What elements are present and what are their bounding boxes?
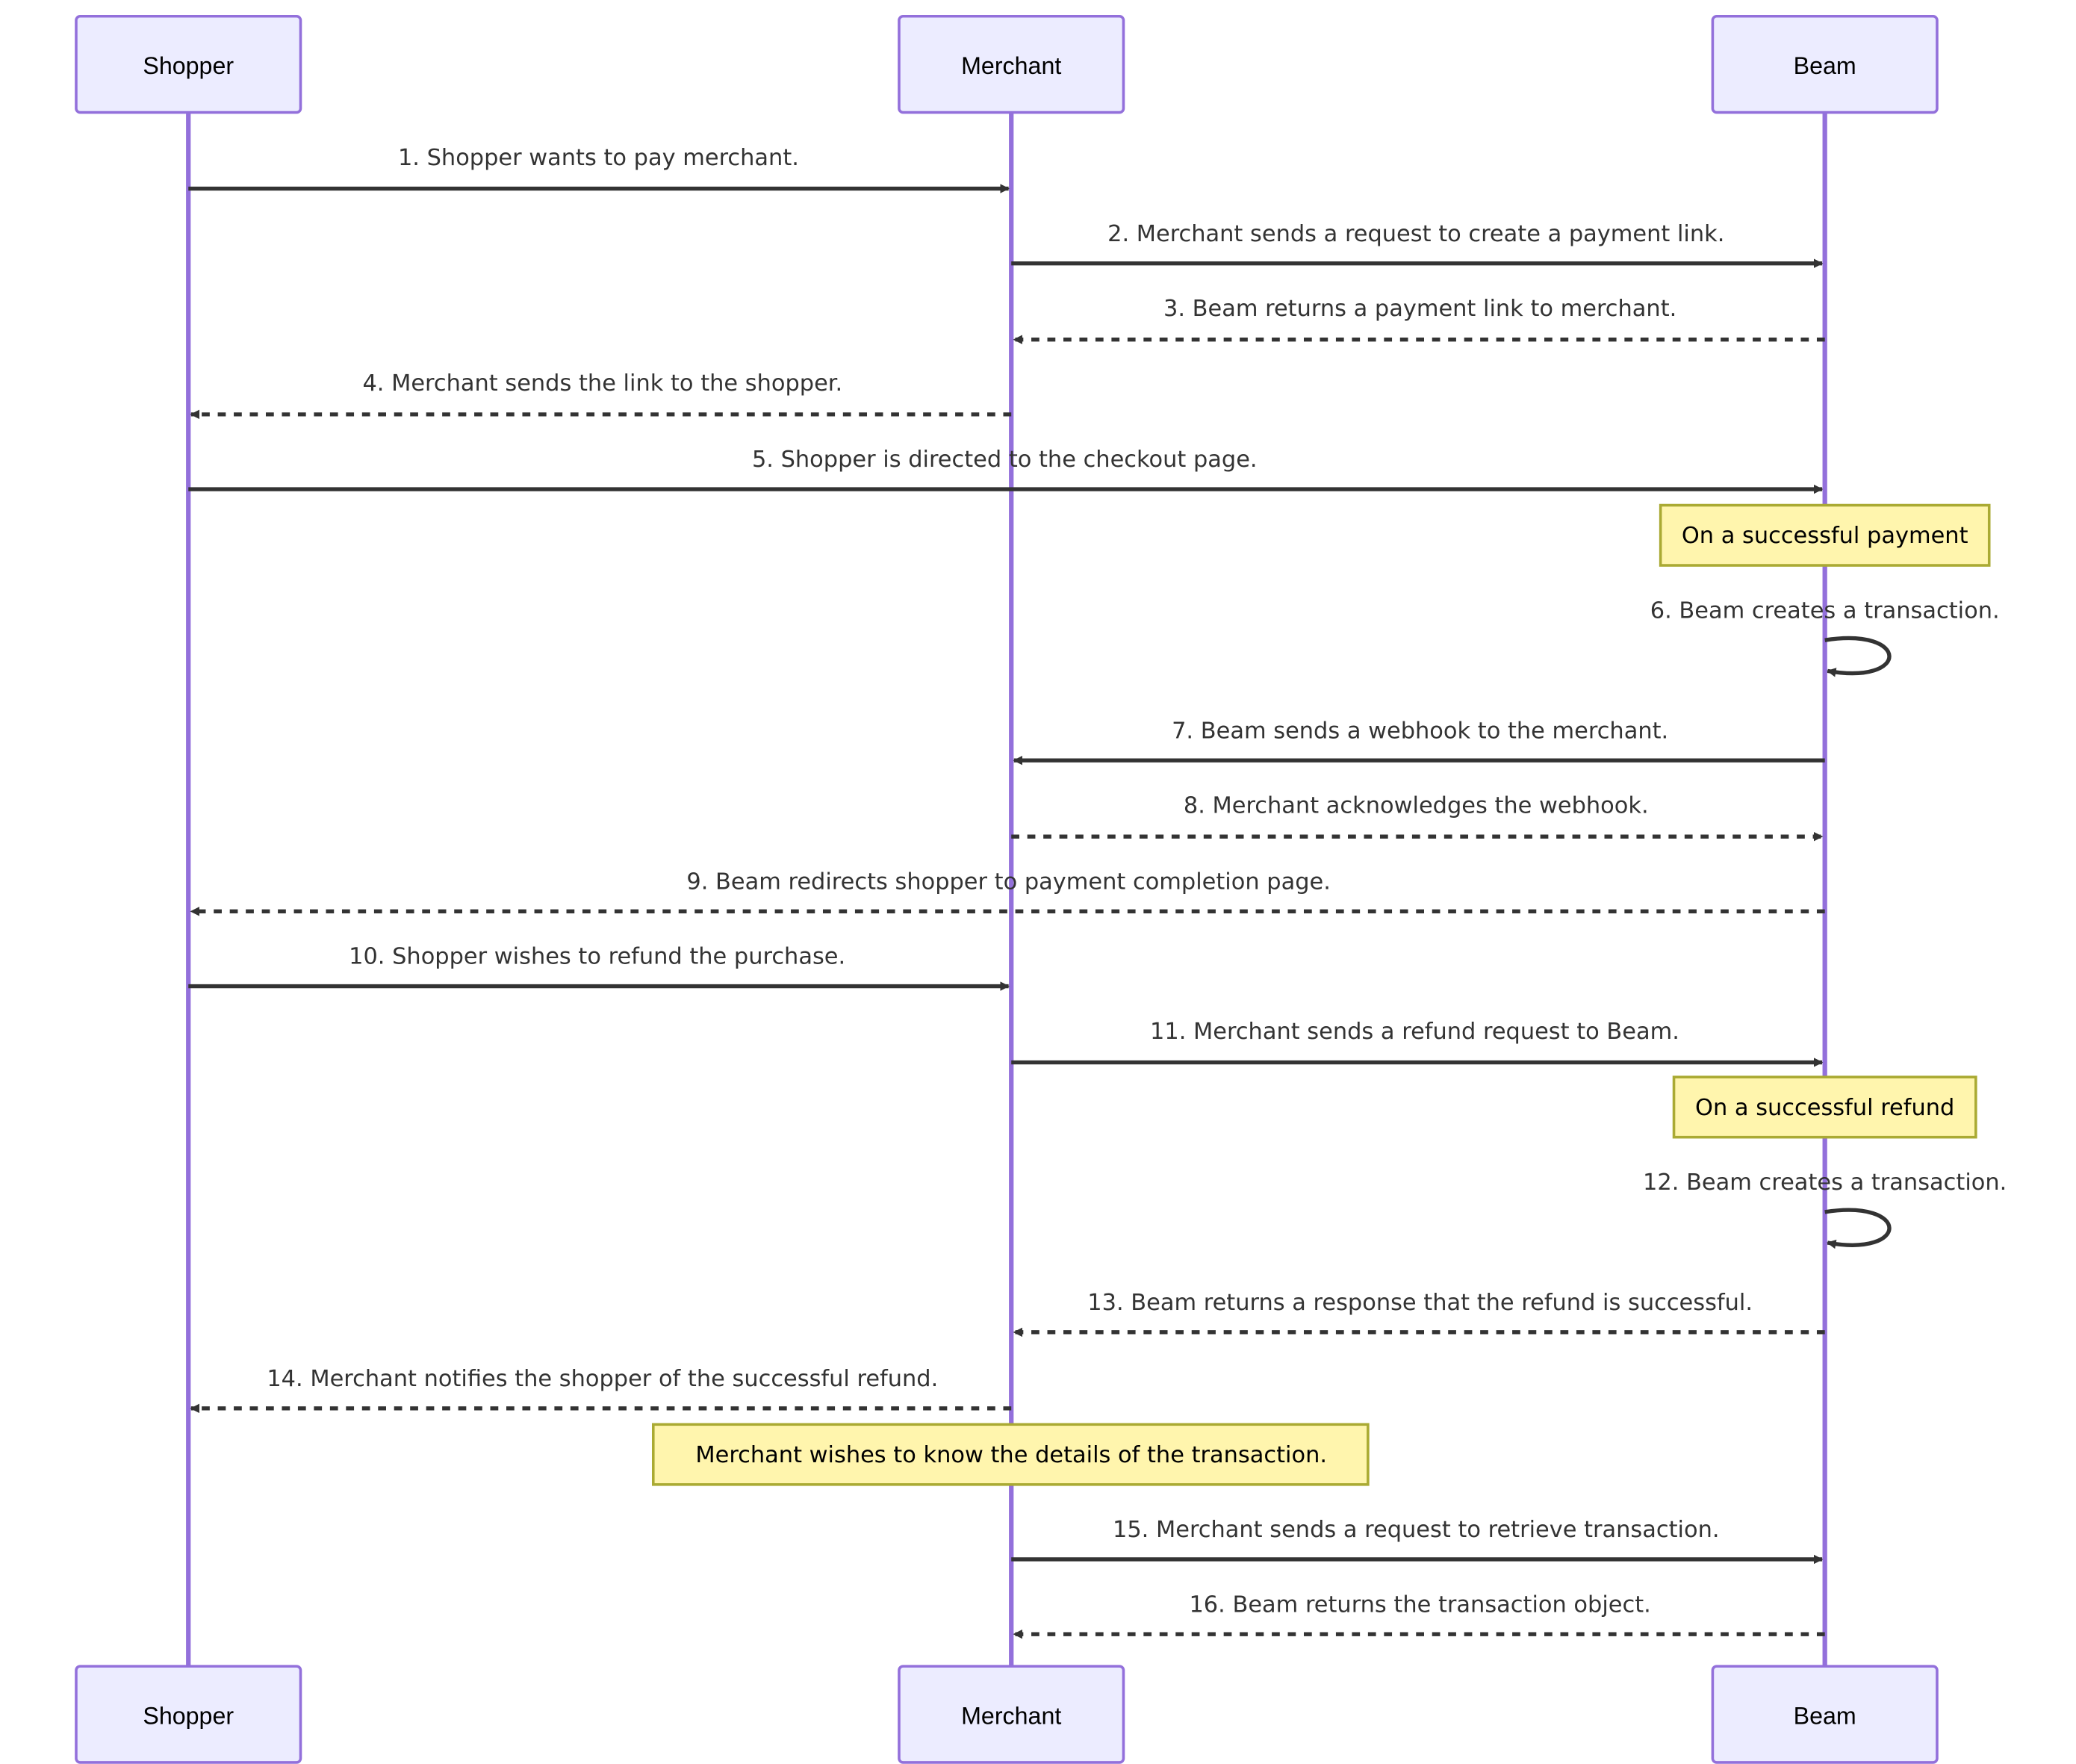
actor-label: Merchant	[961, 52, 1061, 79]
message-1-text: 1. Shopper wants to pay merchant.	[398, 145, 799, 171]
note-successful-payment: On a successful payment	[1659, 503, 1991, 567]
message-9-text: 9. Beam redirects shopper to payment com…	[686, 869, 1331, 895]
actor-label: Shopper	[143, 52, 234, 79]
message-12-arrow	[1824, 1208, 1892, 1249]
message-2-text: 2. Merchant sends a request to create a …	[1107, 221, 1724, 247]
actor-shopper-bottom: Shopper	[75, 1665, 302, 1764]
message-12-text: 12. Beam creates a transaction.	[1643, 1170, 2007, 1196]
actor-label: Merchant	[961, 1702, 1061, 1729]
message-4-text: 4. Merchant sends the link to the shoppe…	[362, 370, 842, 397]
message-10-text: 10. Shopper wishes to refund the purchas…	[349, 944, 845, 970]
actor-label: Shopper	[143, 1702, 234, 1729]
message-16-text: 16. Beam returns the transaction object.	[1189, 1591, 1650, 1618]
message-13-text: 13. Beam returns a response that the ref…	[1087, 1290, 1753, 1316]
actor-shopper-top: Shopper	[75, 14, 302, 114]
note-text: On a successful refund	[1695, 1095, 1954, 1121]
message-11-text: 11. Merchant sends a refund request to B…	[1150, 1019, 1679, 1045]
message-5-text: 5. Shopper is directed to the checkout p…	[752, 447, 1258, 473]
actor-beam-bottom: Beam	[1711, 1665, 1939, 1764]
message-15-text: 15. Merchant sends a request to retrieve…	[1113, 1517, 1720, 1543]
message-6-text: 6. Beam creates a transaction.	[1650, 597, 2000, 624]
message-3-text: 3. Beam returns a payment link to mercha…	[1163, 296, 1676, 322]
actor-beam-top: Beam	[1711, 14, 1939, 114]
note-text: On a successful payment	[1682, 523, 1968, 549]
message-6-arrow	[1824, 636, 1892, 677]
actor-merchant-bottom: Merchant	[898, 1665, 1125, 1764]
actor-label: Beam	[1794, 52, 1856, 79]
message-14-text: 14. Merchant notifies the shopper of the…	[267, 1366, 938, 1392]
message-8-text: 8. Merchant acknowledges the webhook.	[1184, 793, 1649, 819]
note-transaction-details: Merchant wishes to know the details of t…	[651, 1423, 1370, 1486]
actor-label: Beam	[1794, 1702, 1856, 1729]
message-7-text: 7. Beam sends a webhook to the merchant.	[1172, 718, 1668, 744]
note-text: Merchant wishes to know the details of t…	[695, 1442, 1327, 1468]
actor-merchant-top: Merchant	[898, 14, 1125, 114]
note-successful-refund: On a successful refund	[1672, 1075, 1977, 1139]
